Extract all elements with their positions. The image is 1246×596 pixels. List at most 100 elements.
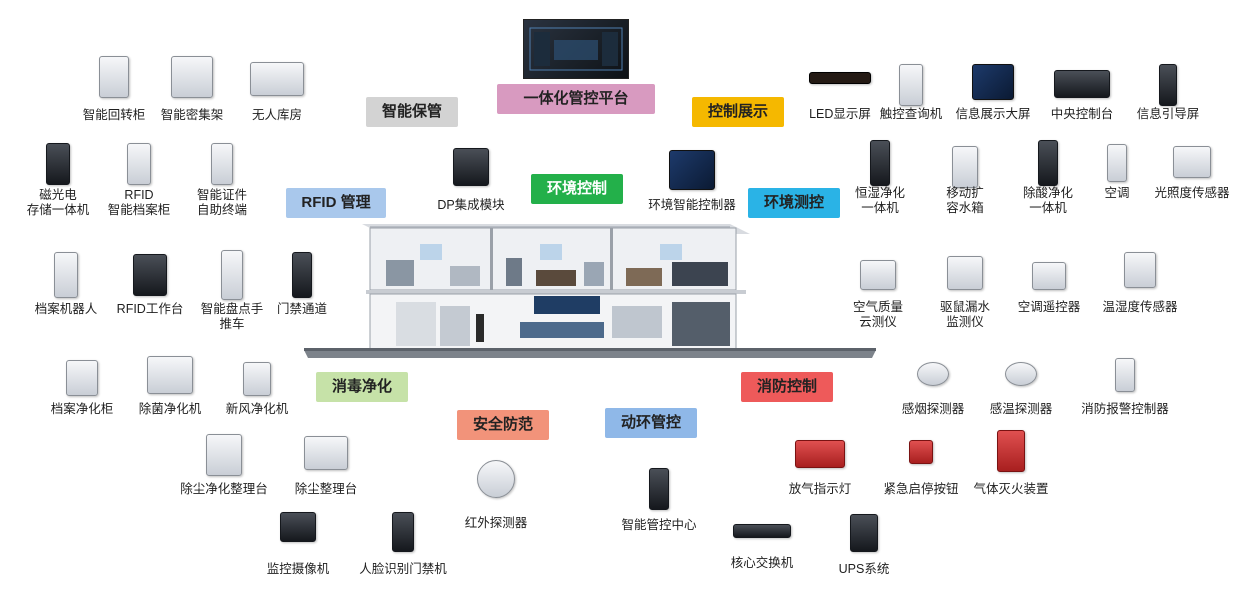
- equipment-item: UPS系统: [839, 0, 889, 576]
- deacid-purifier-icon: [1038, 140, 1058, 186]
- category-power-env: 动环管控: [605, 408, 697, 438]
- compact-shelf-icon: [171, 56, 213, 98]
- equipment-item: 移动扩容水箱: [946, 0, 984, 215]
- temp-humidity-sensor-icon: [1124, 252, 1156, 288]
- equipment-label: 移动扩容水箱: [946, 186, 984, 215]
- unmanned-warehouse-icon: [250, 62, 304, 96]
- equipment-label: 消防报警控制器: [1081, 402, 1169, 416]
- equipment-item: 信息展示大屏: [955, 0, 1031, 121]
- env-controller-icon: [669, 150, 715, 190]
- equipment-label: 除酸净化一体机: [1022, 186, 1074, 215]
- id-terminal-icon: [211, 143, 233, 185]
- equipment-item: 人脸识别门禁机: [359, 0, 447, 576]
- equipment-item: 档案净化柜: [51, 0, 113, 416]
- equipment-item: 除酸净化一体机: [1023, 0, 1073, 215]
- control-console-icon: [1054, 70, 1110, 98]
- equipment-item: 智能管控中心: [621, 0, 697, 532]
- equipment-label: RFID工作台: [116, 302, 184, 316]
- equipment-item: 智能回转柜: [83, 0, 145, 122]
- equipment-label: 放气指示灯: [788, 482, 852, 496]
- equipment-label: 空气质量云测仪: [852, 300, 904, 329]
- equipment-item: 智能证件自助终端: [197, 0, 247, 217]
- equipment-item: 磁光电存储一体机: [27, 0, 89, 217]
- category-smart-storage: 智能保管: [366, 97, 458, 127]
- category-platform: 一体化管控平台: [497, 84, 655, 114]
- equipment-item: 气体灭火装置: [973, 0, 1049, 496]
- inventory-cart-icon: [221, 250, 243, 300]
- equipment-item: RFID工作台: [117, 0, 183, 316]
- equipment-item: 感烟探测器: [902, 0, 964, 416]
- equipment-label: 除尘净化整理台: [180, 482, 268, 496]
- display-wall-icon: [972, 64, 1014, 100]
- equipment-label: 空调: [1104, 186, 1130, 200]
- equipment-label: 触控查询机: [879, 107, 943, 121]
- fire-alarm-panel-icon: [1115, 358, 1135, 392]
- equipment-item: 信息引导屏: [1137, 0, 1199, 121]
- equipment-label: 感烟探测器: [901, 402, 965, 416]
- equipment-label: 门禁通道: [276, 302, 328, 316]
- dome-camera-icon: [280, 512, 316, 542]
- equipment-label: DP集成模块: [437, 198, 505, 212]
- equipment-item: 空气质量云测仪: [853, 0, 903, 329]
- equipment-item: 温湿度传感器: [1102, 0, 1178, 314]
- equipment-item: 监控摄像机: [267, 0, 329, 576]
- infrared-detector-icon: [477, 460, 515, 498]
- equipment-label: 监控摄像机: [266, 562, 330, 576]
- archive-building-illustration: [300, 218, 880, 365]
- equipment-label: 智能回转柜: [82, 108, 146, 122]
- rfid-cabinet-icon: [127, 143, 151, 185]
- equipment-label: 紧急启停按钮: [883, 482, 959, 496]
- equipment-item: 恒湿净化一体机: [855, 0, 905, 215]
- equipment-item: 无人库房: [250, 0, 304, 122]
- storage-machine-icon: [46, 143, 70, 185]
- equipment-label: 温湿度传感器: [1102, 300, 1178, 314]
- equipment-item: 驱鼠漏水监测仪: [940, 0, 990, 329]
- equipment-label: 信息引导屏: [1136, 107, 1200, 121]
- equipment-label: 智能管控中心: [621, 518, 697, 532]
- equipment-item: 放气指示灯: [789, 0, 851, 496]
- equipment-label: 红外探测器: [464, 516, 528, 530]
- equipment-label: UPS系统: [838, 562, 890, 576]
- equipment-label: 无人库房: [251, 108, 303, 122]
- equipment-label: 档案机器人: [34, 302, 98, 316]
- category-env-control: 环境控制: [531, 174, 623, 204]
- equipment-item: 除尘净化整理台: [180, 0, 268, 496]
- rotary-cabinet-icon: [99, 56, 129, 98]
- equipment-item: 档案机器人: [35, 0, 97, 316]
- gas-extinguisher-icon: [997, 430, 1025, 472]
- equipment-item: 核心交换机: [731, 0, 793, 570]
- equipment-item: 消防报警控制器: [1081, 0, 1169, 416]
- equipment-label: 环境智能控制器: [648, 198, 736, 212]
- face-recognition-icon: [392, 512, 414, 552]
- equipment-label: 智能盘点手推车: [200, 302, 264, 331]
- equipment-label: 除尘整理台: [294, 482, 358, 496]
- equipment-label: 档案净化柜: [50, 402, 114, 416]
- network-switch-icon: [733, 524, 791, 538]
- fresh-air-unit-icon: [243, 362, 271, 396]
- purification-cabinet-icon: [66, 360, 98, 396]
- equipment-label: 驱鼠漏水监测仪: [939, 300, 991, 329]
- equipment-item: 环境智能控制器: [648, 0, 736, 212]
- equipment-label: 新风净化机: [225, 402, 289, 416]
- category-disinfect: 消毒净化: [316, 372, 408, 402]
- heat-detector-icon: [1005, 362, 1037, 386]
- dust-purify-table-icon: [206, 434, 242, 476]
- equipment-item: 红外探测器: [465, 0, 527, 530]
- equipment-item: 新风净化机: [226, 0, 288, 416]
- equipment-label: 除菌净化机: [138, 402, 202, 416]
- equipment-label: 核心交换机: [730, 556, 794, 570]
- equipment-item: 智能密集架: [161, 0, 223, 122]
- equipment-label: 中央控制台: [1050, 107, 1114, 121]
- equipment-item: 空调遥控器: [1018, 0, 1080, 314]
- touch-kiosk-icon: [899, 64, 923, 106]
- equipment-item: 触控查询机: [880, 0, 942, 121]
- air-quality-meter-icon: [860, 260, 896, 290]
- equipment-label: 空调遥控器: [1017, 300, 1081, 314]
- guide-screen-icon: [1159, 64, 1177, 106]
- equipment-item: 门禁通道: [277, 0, 327, 316]
- category-security: 安全防范: [457, 410, 549, 440]
- equipment-item: 感温探测器: [990, 0, 1052, 416]
- equipment-item: 紧急启停按钮: [883, 0, 959, 496]
